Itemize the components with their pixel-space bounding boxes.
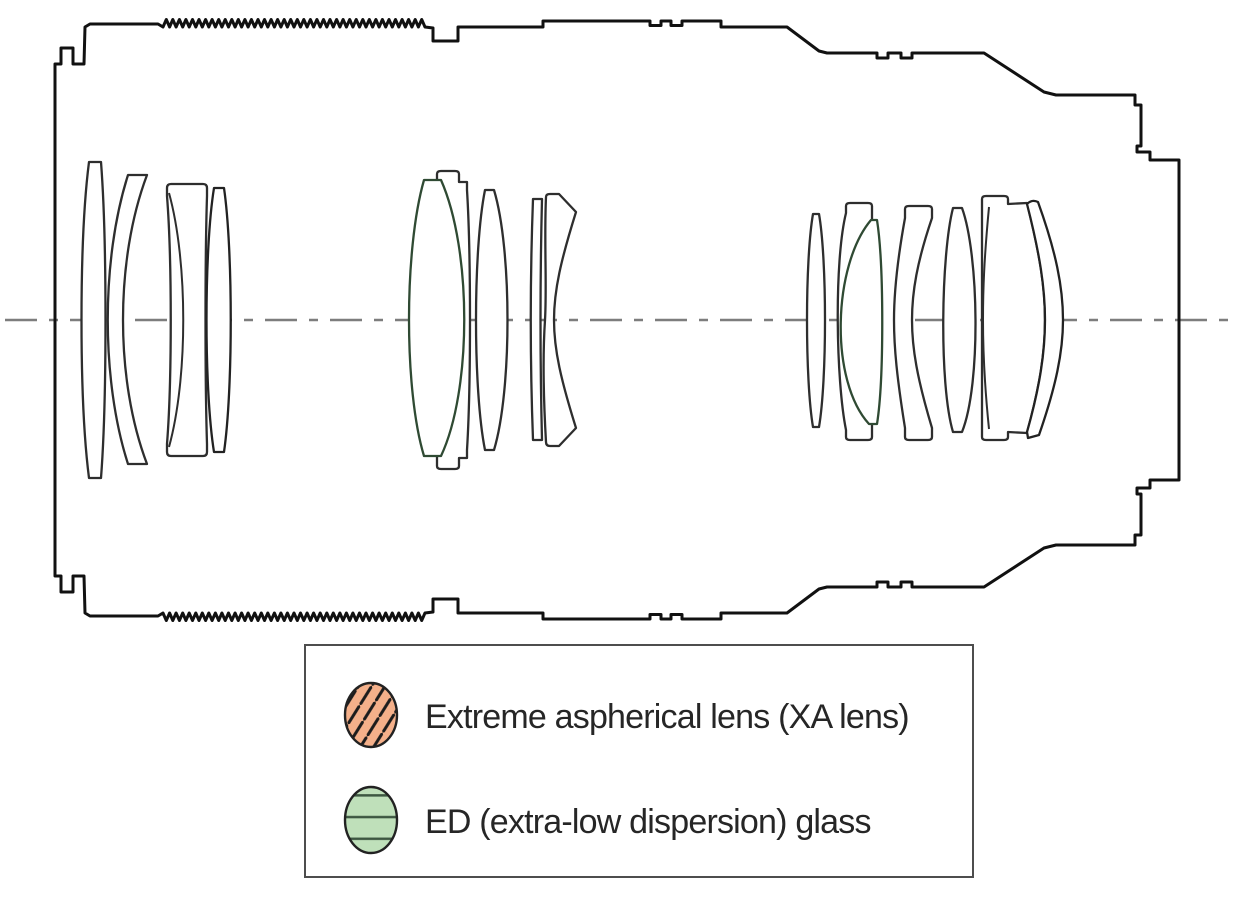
front-element-1 [80, 160, 107, 480]
rear-lens-group [805, 194, 1065, 442]
legend-item-xa: Extreme aspherical lens (XA lens) [343, 681, 910, 749]
middle-element-2 [474, 188, 509, 452]
front-doublet [165, 182, 209, 458]
legend: Extreme aspherical lens (XA lens) ED (ex… [304, 644, 974, 878]
legend-box [304, 644, 974, 878]
front-xa-element [205, 186, 232, 454]
middle-ed-element [407, 178, 466, 458]
rear-meniscus-element [892, 204, 934, 442]
middle-lens-group [407, 169, 578, 471]
legend-label-xa: Extreme aspherical lens (XA lens) [425, 698, 909, 736]
rear-ed-element [839, 218, 884, 426]
rear-element-1 [805, 212, 827, 429]
xa-swatch-icon [343, 681, 399, 749]
rear-doublet-front-surface [981, 206, 990, 430]
barrel-outline [53, 18, 1181, 622]
rear-biconvex-element [942, 206, 977, 434]
middle-meniscus-element [542, 192, 578, 448]
legend-label-ed: ED (extra-low dispersion) glass [425, 803, 871, 841]
legend-item-ed: ED (extra-low dispersion) glass [343, 785, 872, 855]
front-doublet-cement-line [168, 192, 185, 448]
middle-plate-element [529, 197, 544, 442]
front-lens-group [80, 160, 232, 480]
ed-swatch-icon [343, 785, 399, 855]
front-element-2 [106, 173, 149, 466]
rear-xa-element [1025, 199, 1065, 440]
